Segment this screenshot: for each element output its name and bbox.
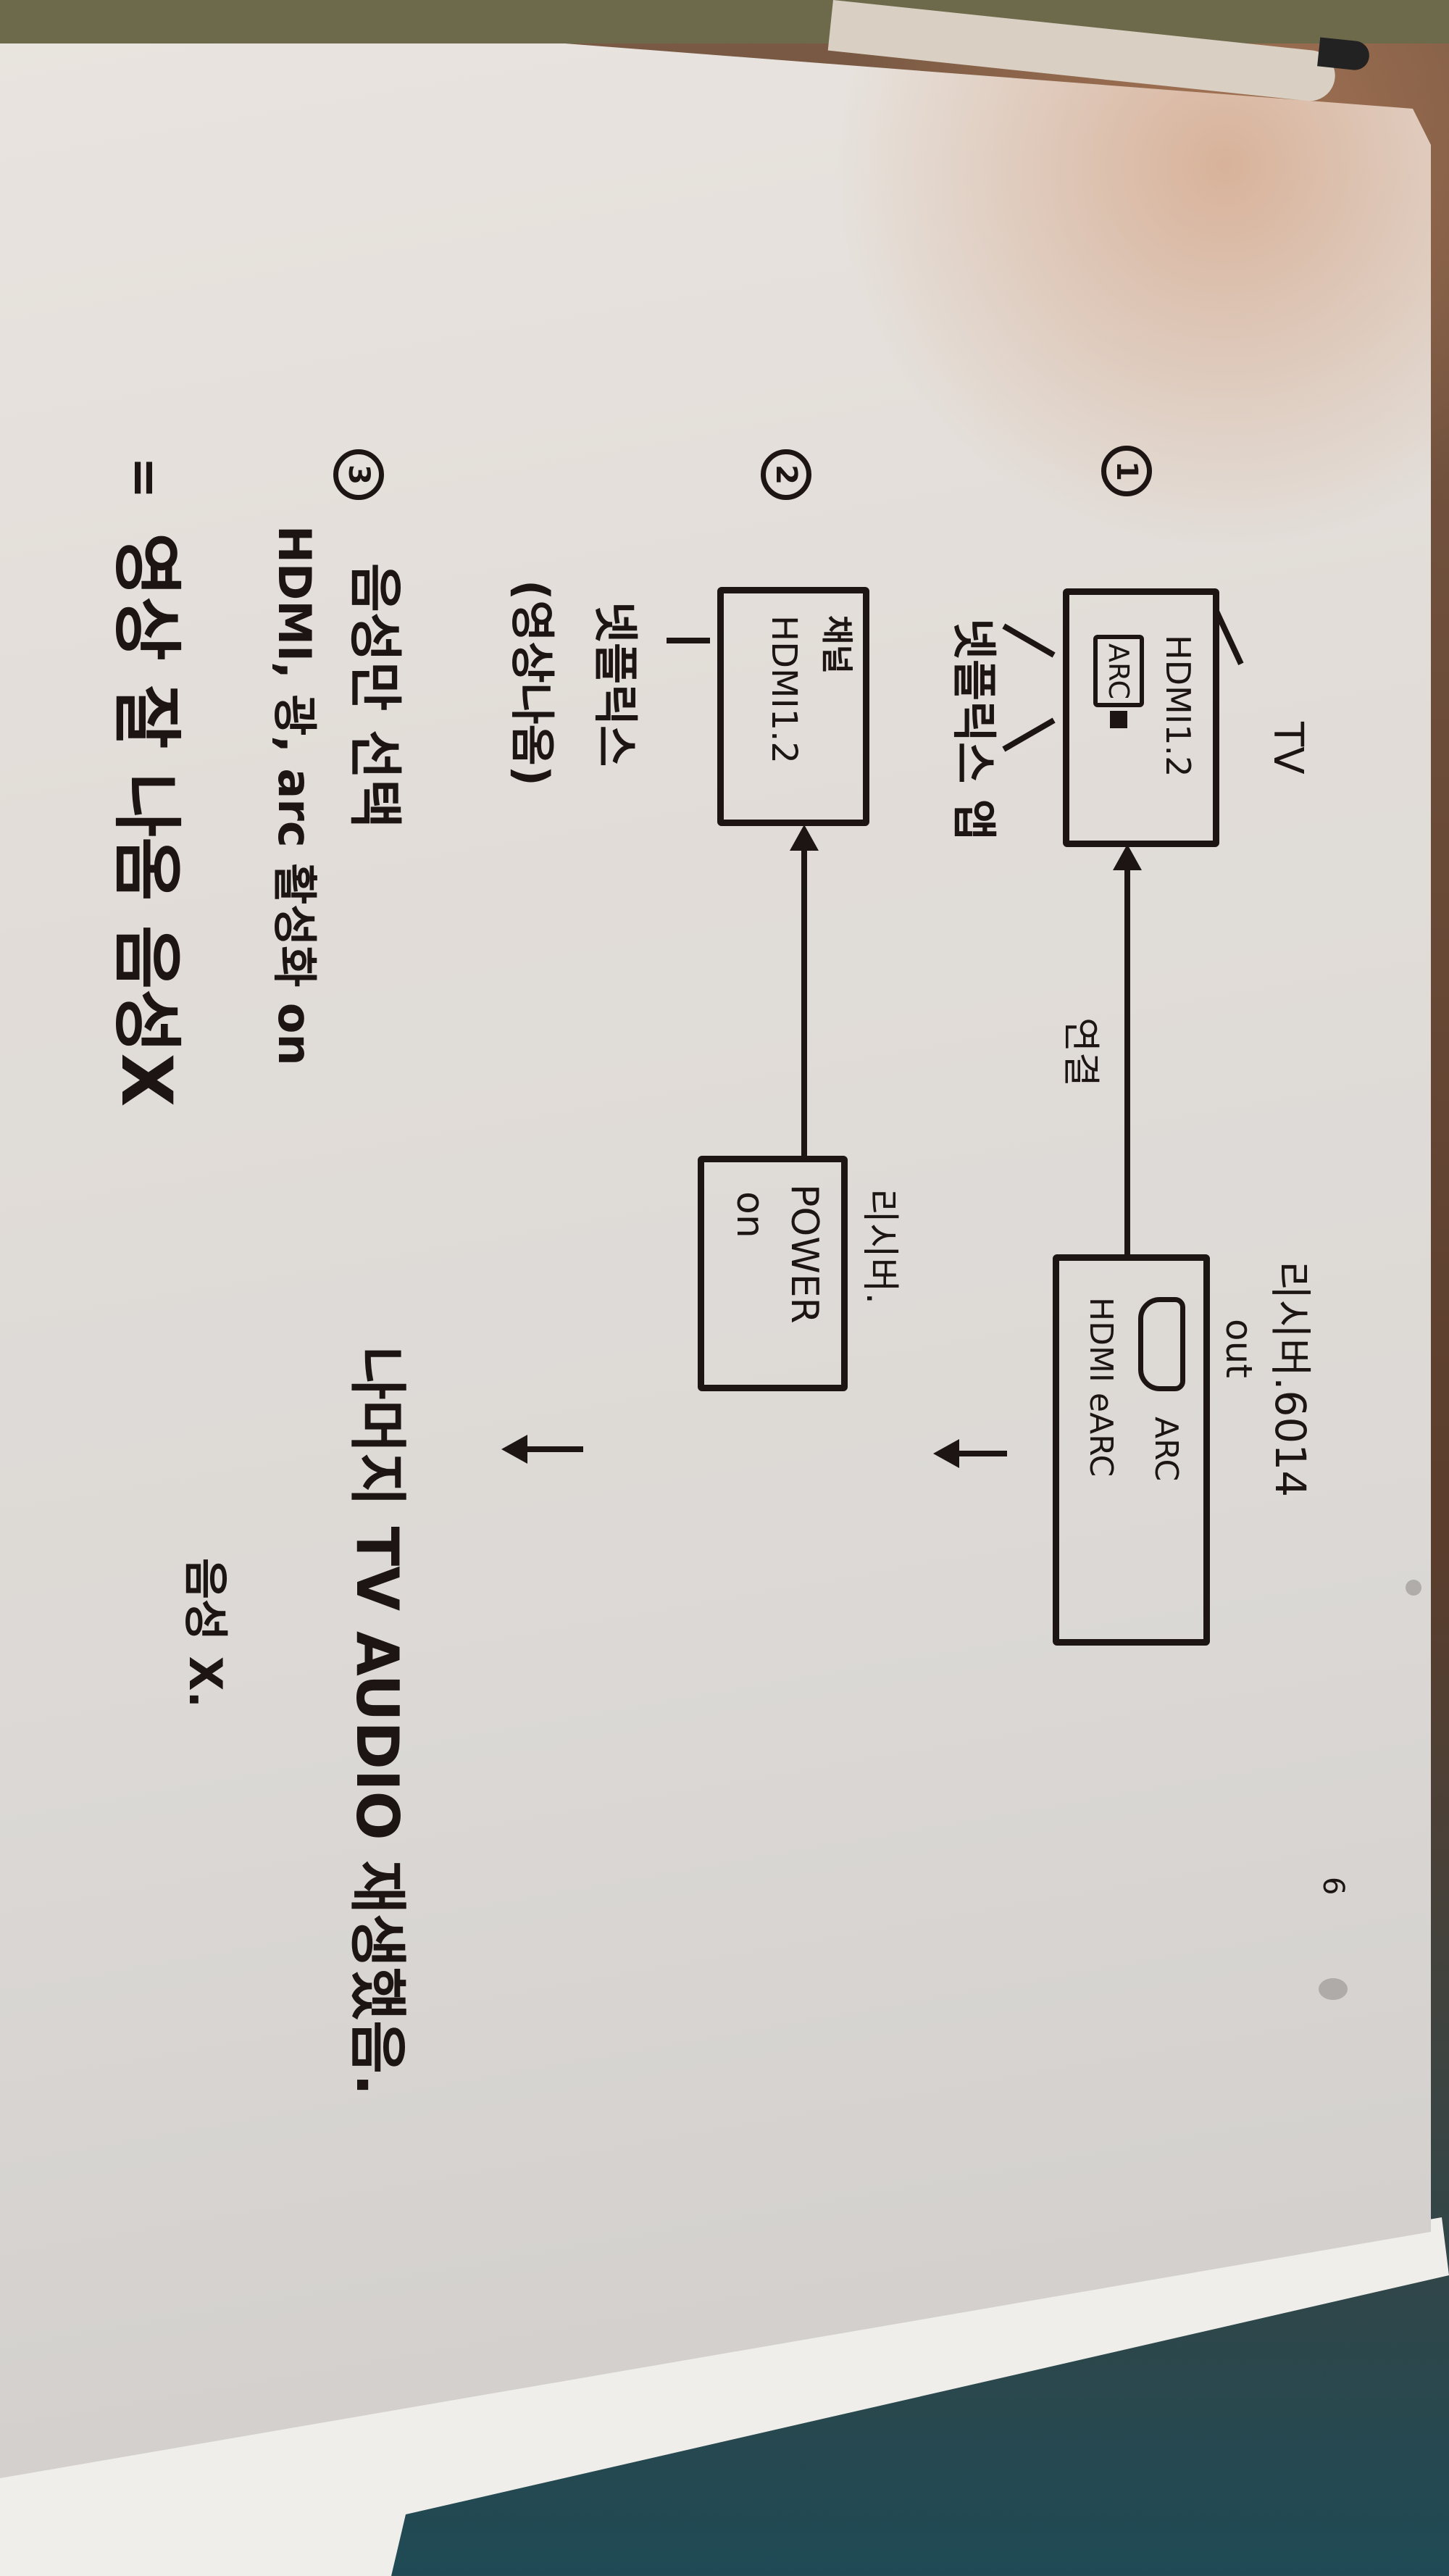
connection-line: [801, 837, 807, 1156]
tv-port-label: HDMI1.2: [1158, 635, 1198, 778]
arrow-head-icon: [1113, 844, 1142, 870]
result-note: 나머지 TV AUDIO 재생했음.: [343, 1346, 411, 2096]
desk-strip: [0, 0, 1449, 43]
receiver-arc-label: ARC: [1148, 1417, 1185, 1482]
receiver-out-label: out: [1218, 1319, 1260, 1378]
arrow-head-icon: [790, 825, 819, 851]
channel-box: 채널 HDMI1.2: [717, 587, 869, 826]
connection-label: 연결: [1058, 1017, 1102, 1087]
receiver-box: ARC HDMI eARC: [1053, 1254, 1210, 1646]
on-label: on: [728, 1191, 772, 1238]
video-ok-note: (영상나옴): [506, 580, 559, 786]
tv-arc-box: ARC: [1093, 635, 1144, 707]
receiver-port-label: HDMI eARC: [1082, 1297, 1119, 1477]
page-number: 6: [1316, 1877, 1350, 1896]
receiver-label: 리시버.: [858, 1188, 901, 1305]
tv-box: HDMI1.2 ARC: [1063, 588, 1219, 847]
connection-line: [1124, 859, 1130, 1254]
step-number-circle: 2: [761, 449, 811, 500]
power-label: POWER: [782, 1184, 826, 1324]
netflix-app-note: 넷플릭스 앱: [948, 618, 1001, 841]
stain: [1319, 1978, 1348, 2000]
step3-line2: HDMI, 광, arc 활성화 on: [268, 525, 321, 1066]
receiver-title: 리시버.6014: [1266, 1261, 1315, 1498]
tv-label: TV: [1264, 722, 1311, 775]
tv-stand-icon: [1002, 717, 1056, 752]
arrow-line: [956, 1451, 1007, 1456]
stain: [1406, 1580, 1421, 1596]
arrow-down-icon: [501, 1435, 527, 1464]
step-number-circle: 1: [1101, 446, 1152, 496]
arc-port-dot: [1110, 711, 1127, 728]
step-number-circle: 3: [333, 449, 384, 500]
box-stand-icon: [667, 638, 710, 643]
step3-line1: 음성만 선택: [343, 563, 406, 829]
channel-box-title: 채널: [818, 615, 855, 674]
step3-line3: 영상 잘 나옴 음성X: [106, 533, 187, 1107]
audio-none-note: 음성 X.: [179, 1558, 232, 1709]
channel-box-port: HDMI1.2: [764, 615, 804, 764]
shadow: [833, 0, 1449, 551]
hdmi-port-icon: [1138, 1297, 1185, 1391]
equals-sign: =: [115, 457, 175, 499]
tv-stand-icon: [1002, 623, 1056, 658]
arrow-down-icon: [933, 1439, 959, 1468]
arrow-line: [525, 1446, 583, 1452]
netflix-note: 넷플릭스: [589, 601, 642, 767]
tv-arc-label: ARC: [1103, 643, 1135, 700]
power-on-box: POWER on: [698, 1156, 848, 1391]
